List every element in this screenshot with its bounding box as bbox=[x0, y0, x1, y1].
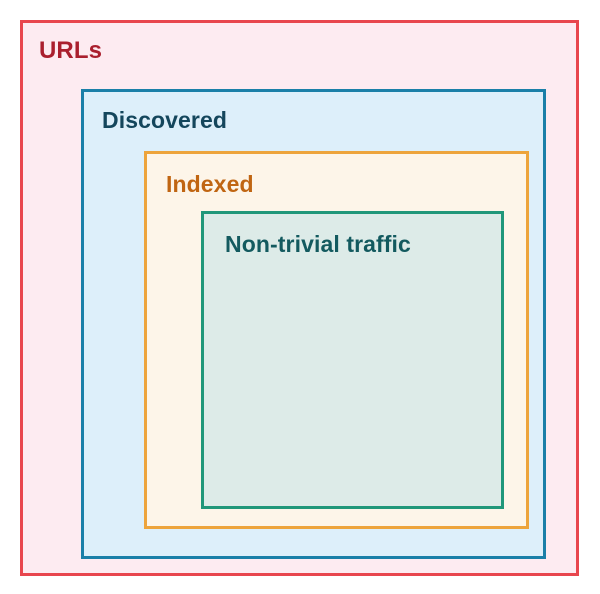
set-box-urls: URLs Discovered Indexed Non-trivial traf… bbox=[20, 20, 579, 576]
set-label-indexed: Indexed bbox=[166, 171, 254, 197]
set-box-indexed: Indexed Non-trivial traffic bbox=[144, 151, 529, 529]
set-box-discovered: Discovered Indexed Non-trivial traffic bbox=[81, 89, 546, 559]
set-label-non-trivial-traffic: Non-trivial traffic bbox=[225, 231, 411, 257]
set-box-non-trivial-traffic: Non-trivial traffic bbox=[201, 211, 504, 509]
set-label-discovered: Discovered bbox=[102, 107, 228, 133]
set-label-urls: URLs bbox=[39, 37, 103, 64]
